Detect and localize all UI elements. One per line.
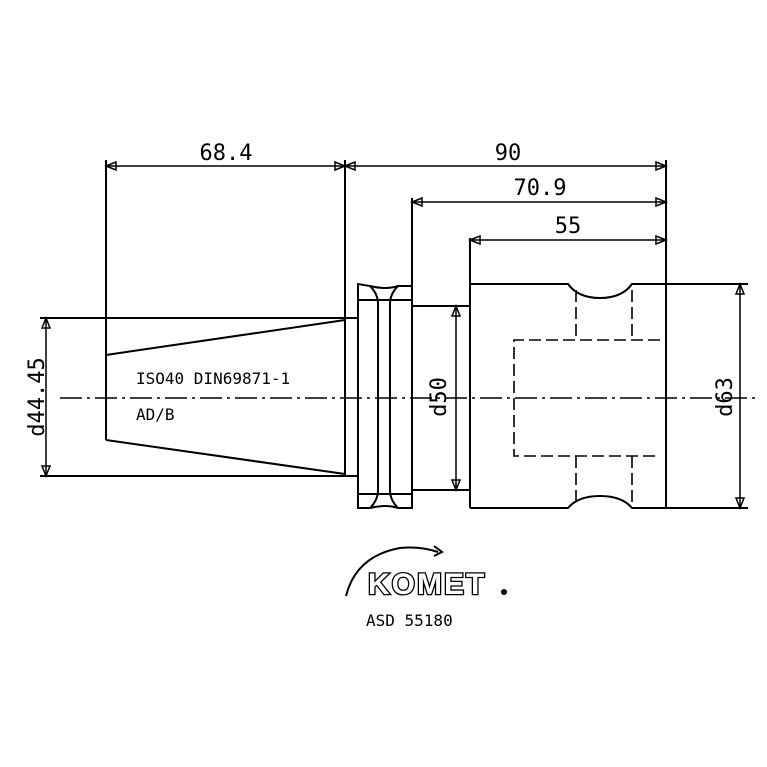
- taper: [40, 160, 346, 477]
- logo-swoosh: [345, 546, 439, 597]
- hidden-bore: [513, 290, 660, 504]
- komet-logo: KOMET: [345, 545, 507, 602]
- part-number: ASD 55180: [366, 611, 453, 630]
- logo-brand: KOMET: [368, 568, 486, 601]
- flange: [345, 282, 413, 509]
- note-standard: ISO40 DIN69871-1: [136, 369, 290, 388]
- dim-head-length: 55: [555, 214, 582, 239]
- dim-neck-diameter: d50: [427, 377, 452, 417]
- neck: [411, 198, 470, 508]
- dim-taper-length: 68.4: [200, 141, 253, 166]
- dim-head-diameter: d63: [713, 377, 738, 417]
- logo-dot: [501, 589, 507, 595]
- head: [469, 160, 748, 509]
- note-form: AD/B: [136, 405, 175, 424]
- dim-body-length: 70.9: [514, 176, 567, 201]
- dim-taper-diameter: d44.45: [25, 357, 50, 436]
- dimension-lines: [40, 160, 746, 511]
- dim-overall-length: 90: [495, 141, 522, 166]
